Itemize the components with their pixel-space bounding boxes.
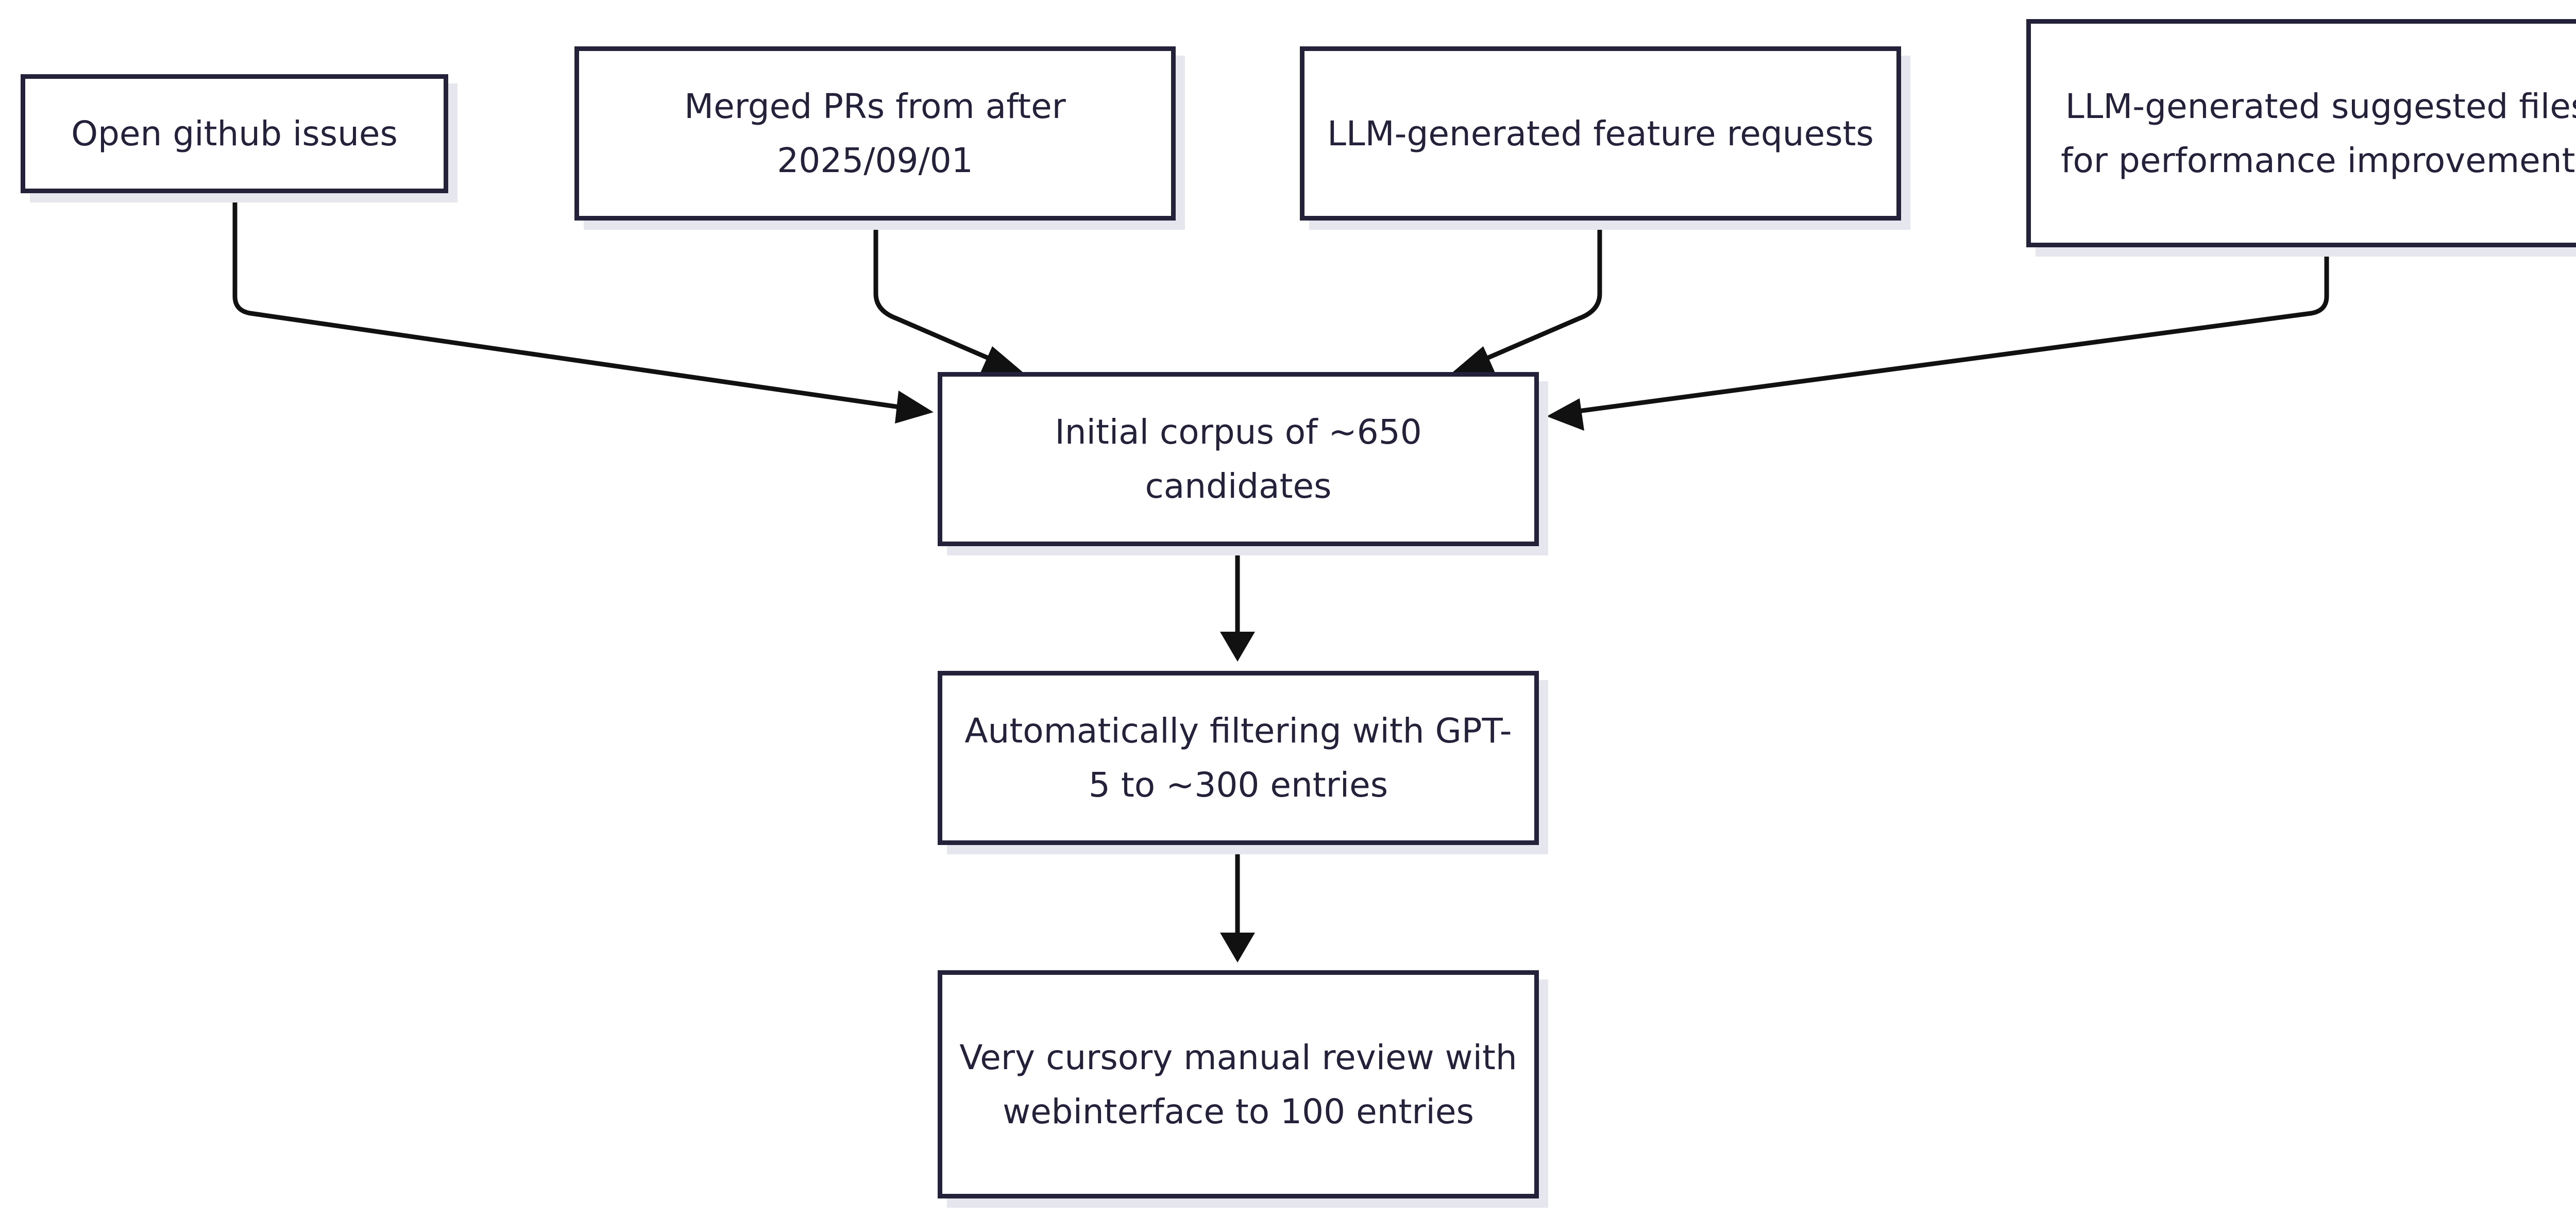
- arrowhead-auto-filter: [1220, 632, 1255, 662]
- arrowhead-manual-review: [1220, 933, 1255, 962]
- edge-llm-features-to-initial-corpus: [1479, 218, 1602, 363]
- arrowhead-open-issues: [895, 391, 934, 424]
- node-label-manual-review: Very cursory manual review with webinter…: [959, 1037, 1517, 1131]
- node-label-llm-perf-files: LLM-generated suggested files for perfor…: [2061, 86, 2576, 180]
- node-label-auto-filter: Automatically filtering with GPT-5 to ~3…: [964, 711, 1512, 805]
- node-llm-perf-files: LLM-generated suggested files for perfor…: [2026, 19, 2576, 247]
- arrowhead-llm-perf-files: [1547, 398, 1584, 431]
- node-label-open-github-issues: Open github issues: [71, 114, 398, 154]
- node-merged-prs: Merged PRs from after 2025/09/01: [574, 46, 1176, 221]
- node-initial-corpus: Initial corpus of ~650 candidates: [938, 372, 1539, 546]
- node-auto-filter: Automatically filtering with GPT-5 to ~3…: [938, 671, 1539, 845]
- node-label-merged-prs: Merged PRs from after 2025/09/01: [684, 87, 1066, 180]
- edge-open-issues-to-initial-corpus: [232, 191, 920, 412]
- arrowhead-llm-features: [1453, 346, 1497, 376]
- node-llm-feature-requests: LLM-generated feature requests: [1300, 46, 1901, 221]
- node-manual-review: Very cursory manual review with webinter…: [938, 970, 1539, 1198]
- arrowhead-merged-prs: [979, 346, 1023, 376]
- node-label-initial-corpus: Initial corpus of ~650 candidates: [1055, 412, 1422, 506]
- edge-merged-prs-to-initial-corpus: [873, 218, 997, 363]
- node-label-llm-feature-requests: LLM-generated feature requests: [1327, 113, 1874, 154]
- edge-llm-perf-files-to-initial-corpus: [1568, 245, 2329, 415]
- node-open-github-issues: Open github issues: [21, 74, 448, 193]
